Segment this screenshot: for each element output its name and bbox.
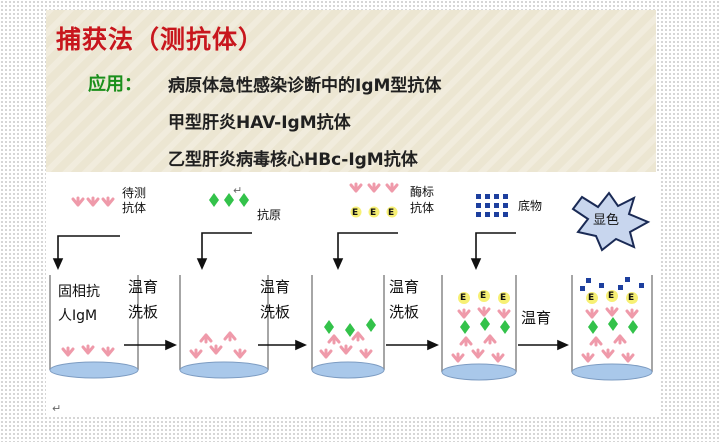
test-antibody-label-2: 抗体 [122, 201, 147, 215]
well1-label-1: 固相抗 [58, 284, 100, 300]
enzyme-letter: E [628, 293, 635, 303]
reagent-enzyme-antibody-icon [349, 182, 399, 218]
paragraph-mark: ↵ [233, 184, 243, 197]
test-antibody-label-1: 待测 [122, 186, 147, 200]
enzyme-antibody-label-1: 酶标 [410, 185, 435, 199]
application-line-2: 甲型肝炎HAV-IgM抗体 [168, 113, 351, 133]
enzyme-letter: E [388, 208, 395, 218]
well-5 [571, 275, 653, 381]
color-development-burst [571, 191, 651, 252]
enzyme-letter: E [460, 293, 467, 303]
slide-title: 捕获法（测抗体） [56, 25, 265, 54]
reagent-substrate-icon [476, 194, 508, 217]
enzyme-letter: E [480, 291, 487, 301]
enzyme-letter: E [352, 208, 359, 218]
enzyme-letter: E [370, 208, 377, 218]
addition-arrows [52, 232, 516, 270]
step4-incubate-label: 温育 [521, 309, 552, 327]
step3-wash-label: 洗板 [389, 303, 420, 321]
well-4 [441, 275, 517, 381]
application-line-3: 乙型肝炎病毒核心HBc-IgM抗体 [168, 150, 418, 170]
well-1 [49, 275, 139, 379]
enzyme-antibody-label-2: 抗体 [410, 201, 435, 215]
color-development-label: 显色 [593, 213, 620, 228]
well-antigens [324, 317, 638, 337]
step1-wash-label: 洗板 [128, 303, 159, 321]
well-3 [311, 275, 385, 379]
well1-label-2: 人IgM [58, 308, 98, 324]
reagent-antigen-icon [209, 193, 249, 207]
well-substrate [580, 277, 644, 291]
enzyme-letter: E [608, 291, 615, 301]
process-arrows [124, 339, 569, 351]
substrate-label: 底物 [518, 199, 543, 213]
enzyme-letter: E [500, 293, 507, 303]
antigen-label: 抗原 [257, 208, 282, 222]
application-line-1: 病原体急性感染诊断中的IgM型抗体 [168, 76, 442, 96]
step2-incubate-label: 温育 [260, 278, 291, 296]
reagent-test-antibody-icon [71, 196, 115, 207]
enzyme-letter: E [588, 293, 595, 303]
application-label: 应用： [88, 74, 142, 95]
step1-incubate-label: 温育 [128, 278, 159, 296]
banner [46, 10, 656, 172]
step2-wash-label: 洗板 [260, 303, 291, 321]
well-enzymes [458, 290, 638, 304]
step3-incubate-label: 温育 [389, 278, 420, 296]
wells [49, 275, 653, 381]
well-2 [179, 275, 269, 379]
paragraph-mark: ↵ [52, 402, 62, 415]
